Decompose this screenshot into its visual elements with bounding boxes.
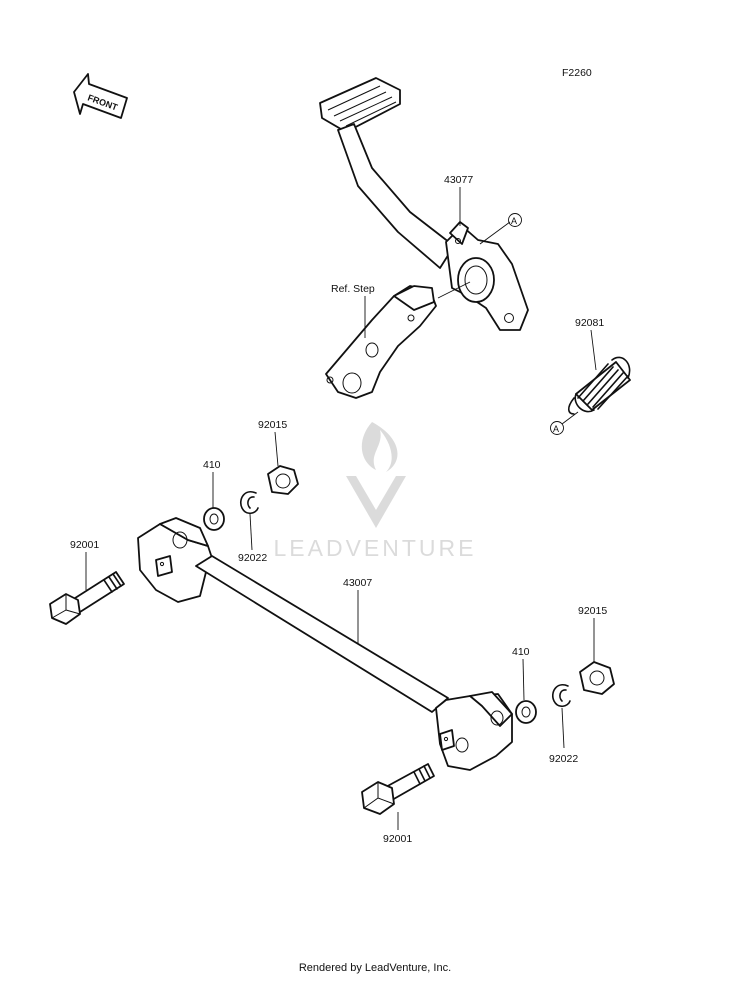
label-92015-upper: 92015 bbox=[258, 419, 287, 431]
ref-marker-a-upper: A bbox=[511, 216, 517, 226]
front-arrow-icon: FRONT bbox=[73, 73, 128, 119]
bolt-92001-upper bbox=[49, 571, 125, 625]
nut-92015-upper bbox=[267, 465, 299, 495]
label-92081: 92081 bbox=[575, 317, 604, 329]
label-92001-lower: 92001 bbox=[383, 833, 412, 845]
brake-pedal-43077 bbox=[319, 77, 529, 331]
nut-92015-lower bbox=[579, 661, 615, 695]
ref-step-bracket bbox=[325, 285, 437, 399]
clip-92022-upper bbox=[240, 491, 259, 515]
label-410-upper: 410 bbox=[203, 459, 221, 471]
washer-410-lower bbox=[515, 700, 537, 724]
diagram-code: F2260 bbox=[562, 67, 592, 79]
label-43077: 43077 bbox=[444, 174, 473, 186]
clip-92022-lower bbox=[552, 684, 571, 708]
label-92001-upper: 92001 bbox=[70, 539, 99, 551]
label-410-lower: 410 bbox=[512, 646, 530, 658]
brake-rod-43007 bbox=[137, 517, 513, 771]
footer-credit: Rendered by LeadVenture, Inc. bbox=[298, 962, 452, 974]
return-spring-92081 bbox=[567, 356, 631, 415]
bolt-92001-lower bbox=[361, 763, 435, 815]
label-92022-lower: 92022 bbox=[549, 753, 578, 765]
label-ref-step: Ref. Step bbox=[331, 283, 375, 295]
label-92015-lower: 92015 bbox=[578, 605, 607, 617]
label-92022-upper: 92022 bbox=[238, 552, 267, 564]
watermark: LEADVENTURE bbox=[274, 422, 477, 561]
ref-marker-a-lower: A bbox=[553, 424, 559, 434]
washer-410-upper bbox=[203, 507, 225, 531]
label-43007: 43007 bbox=[343, 577, 372, 589]
watermark-text: LEADVENTURE bbox=[274, 535, 477, 561]
